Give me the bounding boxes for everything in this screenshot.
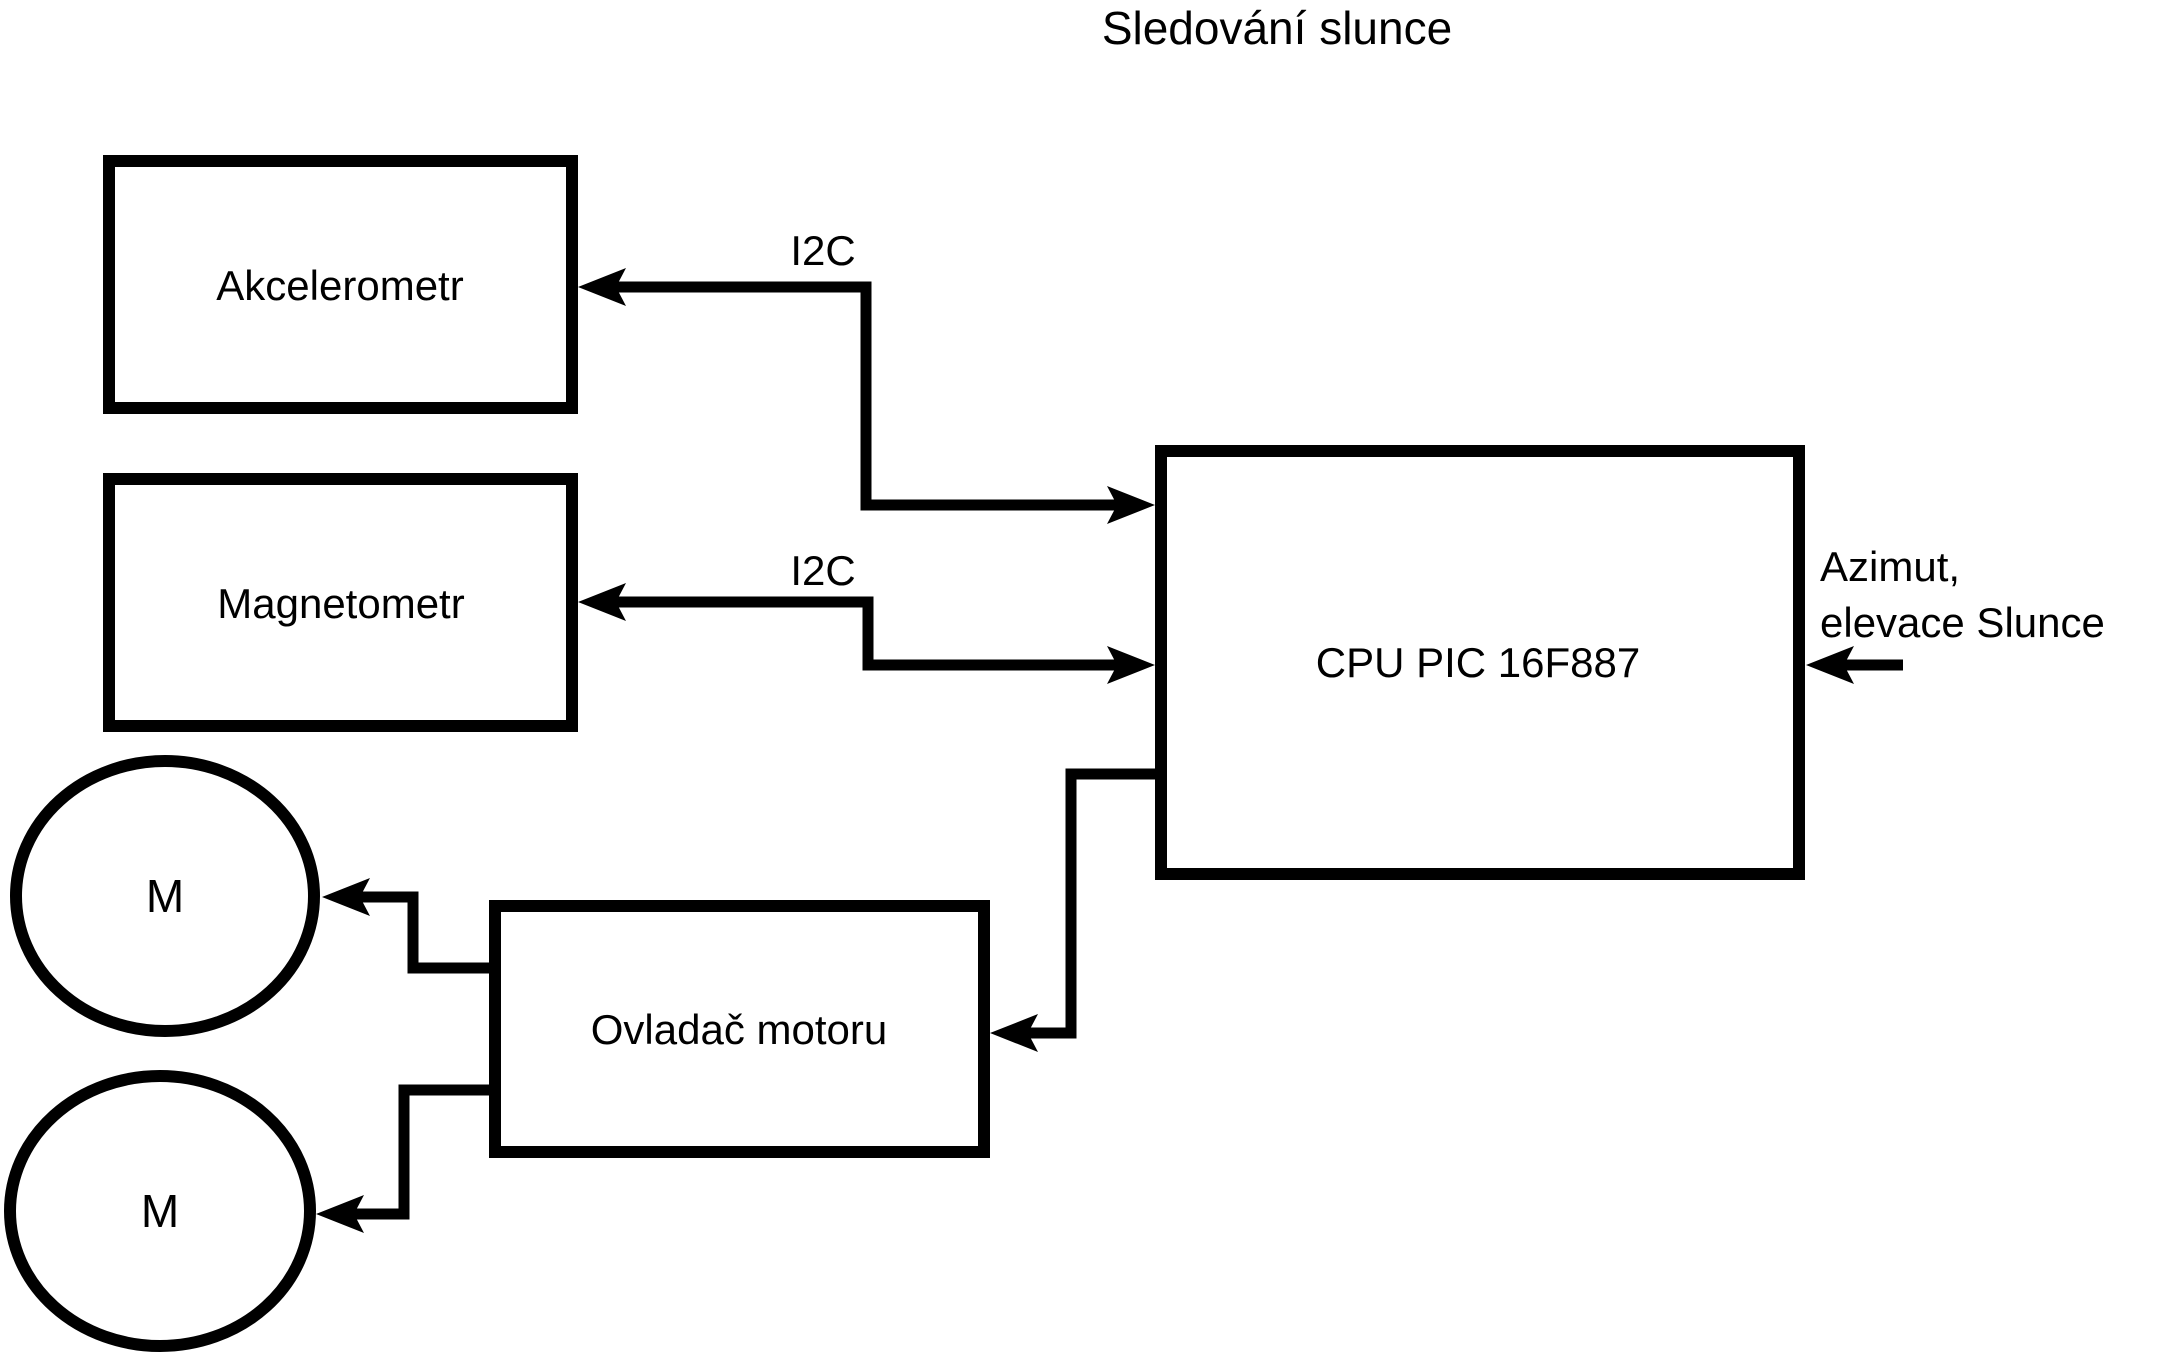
arrowhead-into-cpu-right-icon: [1806, 646, 1854, 684]
cpu-box: [1155, 445, 1805, 880]
motor-controller-label: Ovladač motoru: [591, 1006, 887, 1053]
arrowhead-into-motor-controller-icon: [990, 1014, 1038, 1052]
motor-bottom-circle: [4, 1070, 316, 1352]
arrowhead-into-top-motor-icon: [322, 878, 370, 916]
motor-bottom-label: M: [141, 1185, 179, 1237]
sun-position-input-label-line1: Azimut,: [1820, 543, 1960, 590]
diagram-title: Sledování slunce: [1102, 2, 1452, 54]
accelerometer-box: [103, 155, 578, 414]
magnetometer-label: Magnetometr: [217, 580, 464, 627]
accelerometer-label: Akcelerometr: [216, 262, 463, 309]
i2c-accelerometer-wire: [614, 281, 1119, 511]
i2c-magnetometer-connector: I2C: [578, 547, 1155, 684]
i2c-magnetometer-wire: [614, 596, 1119, 671]
motor-controller-to-top-motor-wire: [360, 891, 489, 974]
motor-controller-to-bottom-motor-connector: [316, 1084, 489, 1233]
sun-position-input-connector: Azimut, elevace Slunce: [1806, 543, 2105, 684]
cpu-to-motor-controller-wire: [1027, 768, 1155, 1039]
motor-controller-to-top-motor-connector: [322, 878, 489, 974]
motor-controller-box: [489, 900, 990, 1158]
magnetometer-box: [103, 473, 578, 732]
arrowhead-into-accelerometer-icon: [578, 268, 626, 306]
motor-top-label: M: [146, 870, 184, 922]
i2c-magnetometer-label: I2C: [790, 547, 855, 594]
i2c-accelerometer-connector: I2C: [578, 227, 1155, 524]
cpu-to-motor-controller-connector: [990, 768, 1155, 1052]
arrowhead-into-cpu-top-icon: [1107, 486, 1155, 524]
motor-top-circle: [10, 755, 320, 1037]
cpu-label: CPU PIC 16F887: [1316, 639, 1640, 686]
sun-position-input-label-line2: elevace Slunce: [1820, 599, 2105, 646]
arrowhead-into-magnetometer-icon: [578, 583, 626, 621]
arrowhead-into-bottom-motor-icon: [316, 1195, 364, 1233]
arrowhead-into-cpu-middle-icon: [1107, 646, 1155, 684]
i2c-accelerometer-label: I2C: [790, 227, 855, 274]
motor-controller-to-bottom-motor-wire: [354, 1084, 489, 1220]
